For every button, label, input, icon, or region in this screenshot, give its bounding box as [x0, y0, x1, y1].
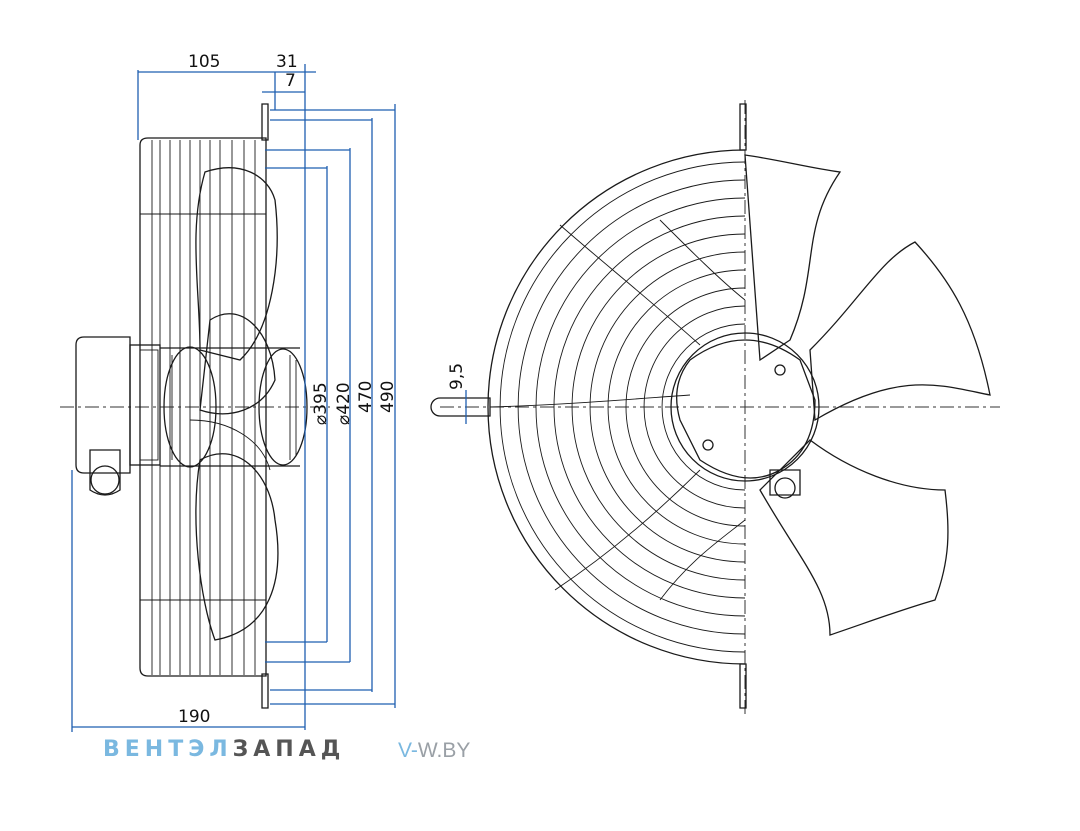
side-motor: [160, 346, 308, 468]
watermark-brand: ВЕНТЭЛЗАПАД: [103, 737, 345, 762]
dim-105: 105: [188, 52, 220, 72]
front-view: 9,5: [430, 100, 1000, 718]
dim-395: ⌀395: [311, 382, 331, 425]
dim-9-5: 9,5: [447, 363, 467, 390]
dim-470: 470: [356, 381, 376, 413]
watermark-url-part1: V-: [398, 739, 418, 762]
bottom-bracket: [261, 673, 269, 709]
front-top-bracket: [739, 103, 747, 151]
front-guard-rings: [487, 149, 746, 665]
dim-490: 490: [378, 381, 398, 413]
side-dimension-lines: [71, 64, 396, 732]
watermark-brand-part1: ВЕНТЭЛ: [103, 737, 233, 762]
watermark-url-part2: W.BY: [417, 739, 471, 762]
watermark-brand-part2: ЗАПАД: [232, 737, 346, 762]
front-left-bracket: [430, 397, 491, 417]
dim-420: ⌀420: [334, 382, 354, 425]
dim-7: 7: [285, 71, 296, 91]
front-motor: [670, 332, 820, 499]
front-blades: [744, 154, 991, 636]
top-bracket: [261, 103, 269, 141]
side-view: 105 31 7 ⌀395 ⌀420 470 490 190: [60, 52, 398, 732]
side-blades: [189, 167, 279, 641]
dim-190: 190: [178, 707, 210, 727]
dim-31: 31: [276, 52, 298, 72]
side-terminal-box: [75, 336, 161, 496]
front-bottom-bracket: [739, 663, 747, 709]
watermark-url: V-W.BY: [398, 739, 470, 763]
